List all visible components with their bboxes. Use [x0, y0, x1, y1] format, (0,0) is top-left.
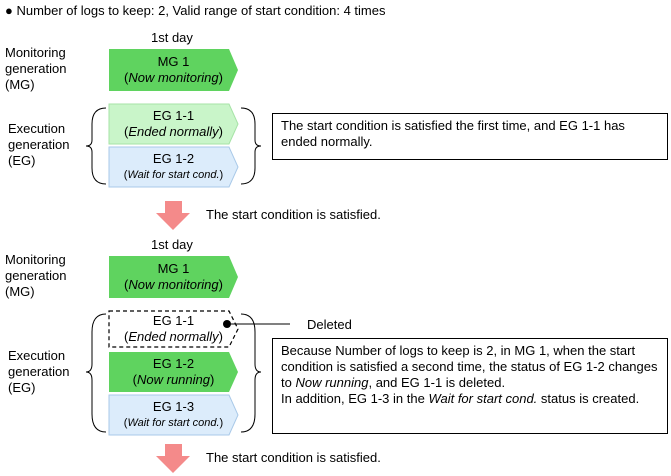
mg1-box-2 — [109, 256, 238, 298]
mg-side-label-2: Monitoring generation (MG) — [5, 252, 67, 299]
eg1-1-box — [108, 103, 239, 145]
eg1-2-title: EG 1-2 — [152, 151, 195, 166]
mg1-title: MG 1 — [157, 54, 190, 69]
note-box-1: The start condition is satisfied the fir… — [272, 113, 668, 160]
eg1-1-deleted-title: EG 1-1 — [152, 313, 195, 328]
eg1-2-running-title: EG 1-2 — [152, 356, 195, 371]
eg-brace-left-2 — [85, 313, 107, 433]
eg1-1-deleted-box — [108, 310, 239, 348]
mg1-box — [109, 49, 238, 91]
transition-text-1: The start condition is satisfied. — [206, 207, 381, 222]
eg1-1-status: (Ended normally) — [123, 124, 223, 139]
eg1-2-status: (Wait for start cond.) — [123, 169, 224, 181]
eg1-3-box — [108, 394, 239, 436]
day-label-2: 1st day — [151, 237, 193, 252]
eg1-2-box — [108, 146, 239, 188]
eg1-2-running-box — [109, 352, 238, 392]
mg1-text-2: MG 1 (Now monitoring) — [109, 256, 238, 298]
mg-side-label: Monitoring generation (MG) — [5, 45, 67, 92]
note-box-2: Because Number of logs to keep is 2, in … — [272, 338, 668, 434]
transition-arrow-1 — [156, 201, 190, 230]
eg1-2-running-text: EG 1-2 (Now running) — [109, 352, 238, 392]
eg1-1-text: EG 1-1 (Ended normally) — [109, 104, 238, 144]
transition-arrow-2 — [156, 444, 190, 473]
transition-text-2: The start condition is satisfied. — [206, 450, 381, 465]
eg-brace-left — [85, 107, 107, 185]
deleted-label: Deleted — [307, 317, 352, 332]
eg-side-label: Execution generation (EG) — [8, 121, 70, 168]
mg1-text: MG 1 (Now monitoring) — [109, 49, 238, 91]
mg1-status-2: (Now monitoring) — [123, 277, 223, 292]
eg-brace-right — [240, 107, 262, 185]
eg1-3-status: (Wait for start cond.) — [123, 417, 224, 429]
eg-side-label-2: Execution generation (EG) — [8, 348, 70, 395]
eg1-2-text: EG 1-2 (Wait for start cond.) — [109, 147, 238, 187]
eg1-1-title: EG 1-1 — [152, 108, 195, 123]
eg1-3-title: EG 1-3 — [152, 399, 195, 414]
eg1-1-deleted-text: EG 1-1 (Ended normally) — [109, 311, 238, 347]
mg1-status: (Now monitoring) — [123, 70, 223, 85]
eg1-1-deleted-status: (Ended normally) — [123, 329, 223, 344]
header-text: ● Number of logs to keep: 2, Valid range… — [5, 3, 386, 18]
mg1-title-2: MG 1 — [157, 261, 190, 276]
day-label: 1st day — [151, 30, 193, 45]
eg1-2-running-status: (Now running) — [132, 372, 215, 387]
eg-brace-right-2 — [240, 313, 262, 433]
eg1-3-text: EG 1-3 (Wait for start cond.) — [109, 395, 238, 435]
